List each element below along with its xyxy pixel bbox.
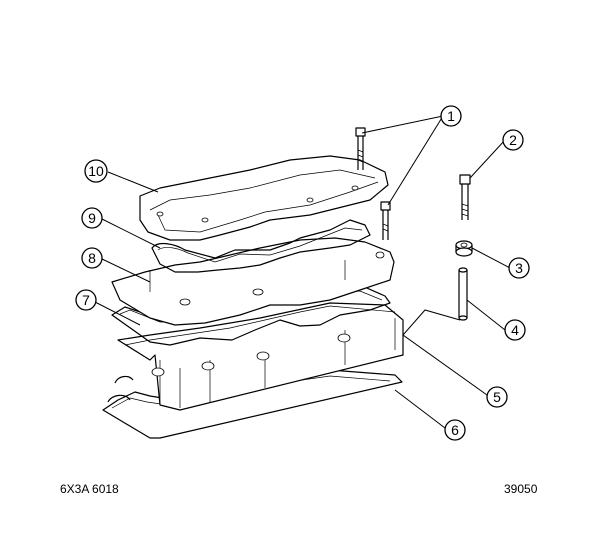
callout-10: 10 <box>84 159 108 183</box>
part-5-lower-housing <box>117 302 404 411</box>
callout-2: 2 <box>502 129 524 151</box>
callout-6: 6 <box>444 419 466 441</box>
part-2-stud-bolt <box>459 174 471 220</box>
callout-10-label: 10 <box>88 163 104 179</box>
callout-6-label: 6 <box>451 422 459 438</box>
part-9-seal <box>151 219 371 273</box>
callout-9-label: 9 <box>88 210 96 226</box>
leader-lines <box>94 115 511 429</box>
part-4-spacer-sleeve <box>458 267 468 321</box>
part-10-valve-cover <box>139 155 389 241</box>
callout-7-label: 7 <box>82 292 90 308</box>
callout-2-label: 2 <box>509 132 517 148</box>
callout-8: 8 <box>81 247 103 269</box>
part-3-grommet <box>455 240 473 257</box>
callout-4-label: 4 <box>511 322 519 338</box>
callout-8-label: 8 <box>88 250 96 266</box>
figure-code: 6X3A 6018 <box>60 482 119 496</box>
callout-1-label: 1 <box>447 108 455 124</box>
part-1-bolts <box>355 127 391 240</box>
callout-5-label: 5 <box>493 389 501 405</box>
callout-3-label: 3 <box>515 260 523 276</box>
callout-9: 9 <box>81 207 103 229</box>
callout-3: 3 <box>508 257 530 279</box>
callout-1: 1 <box>440 105 462 127</box>
figure-number: 39050 <box>504 482 538 496</box>
callout-5: 5 <box>486 386 508 408</box>
callout-7: 7 <box>75 289 97 311</box>
callout-4: 4 <box>504 319 526 341</box>
